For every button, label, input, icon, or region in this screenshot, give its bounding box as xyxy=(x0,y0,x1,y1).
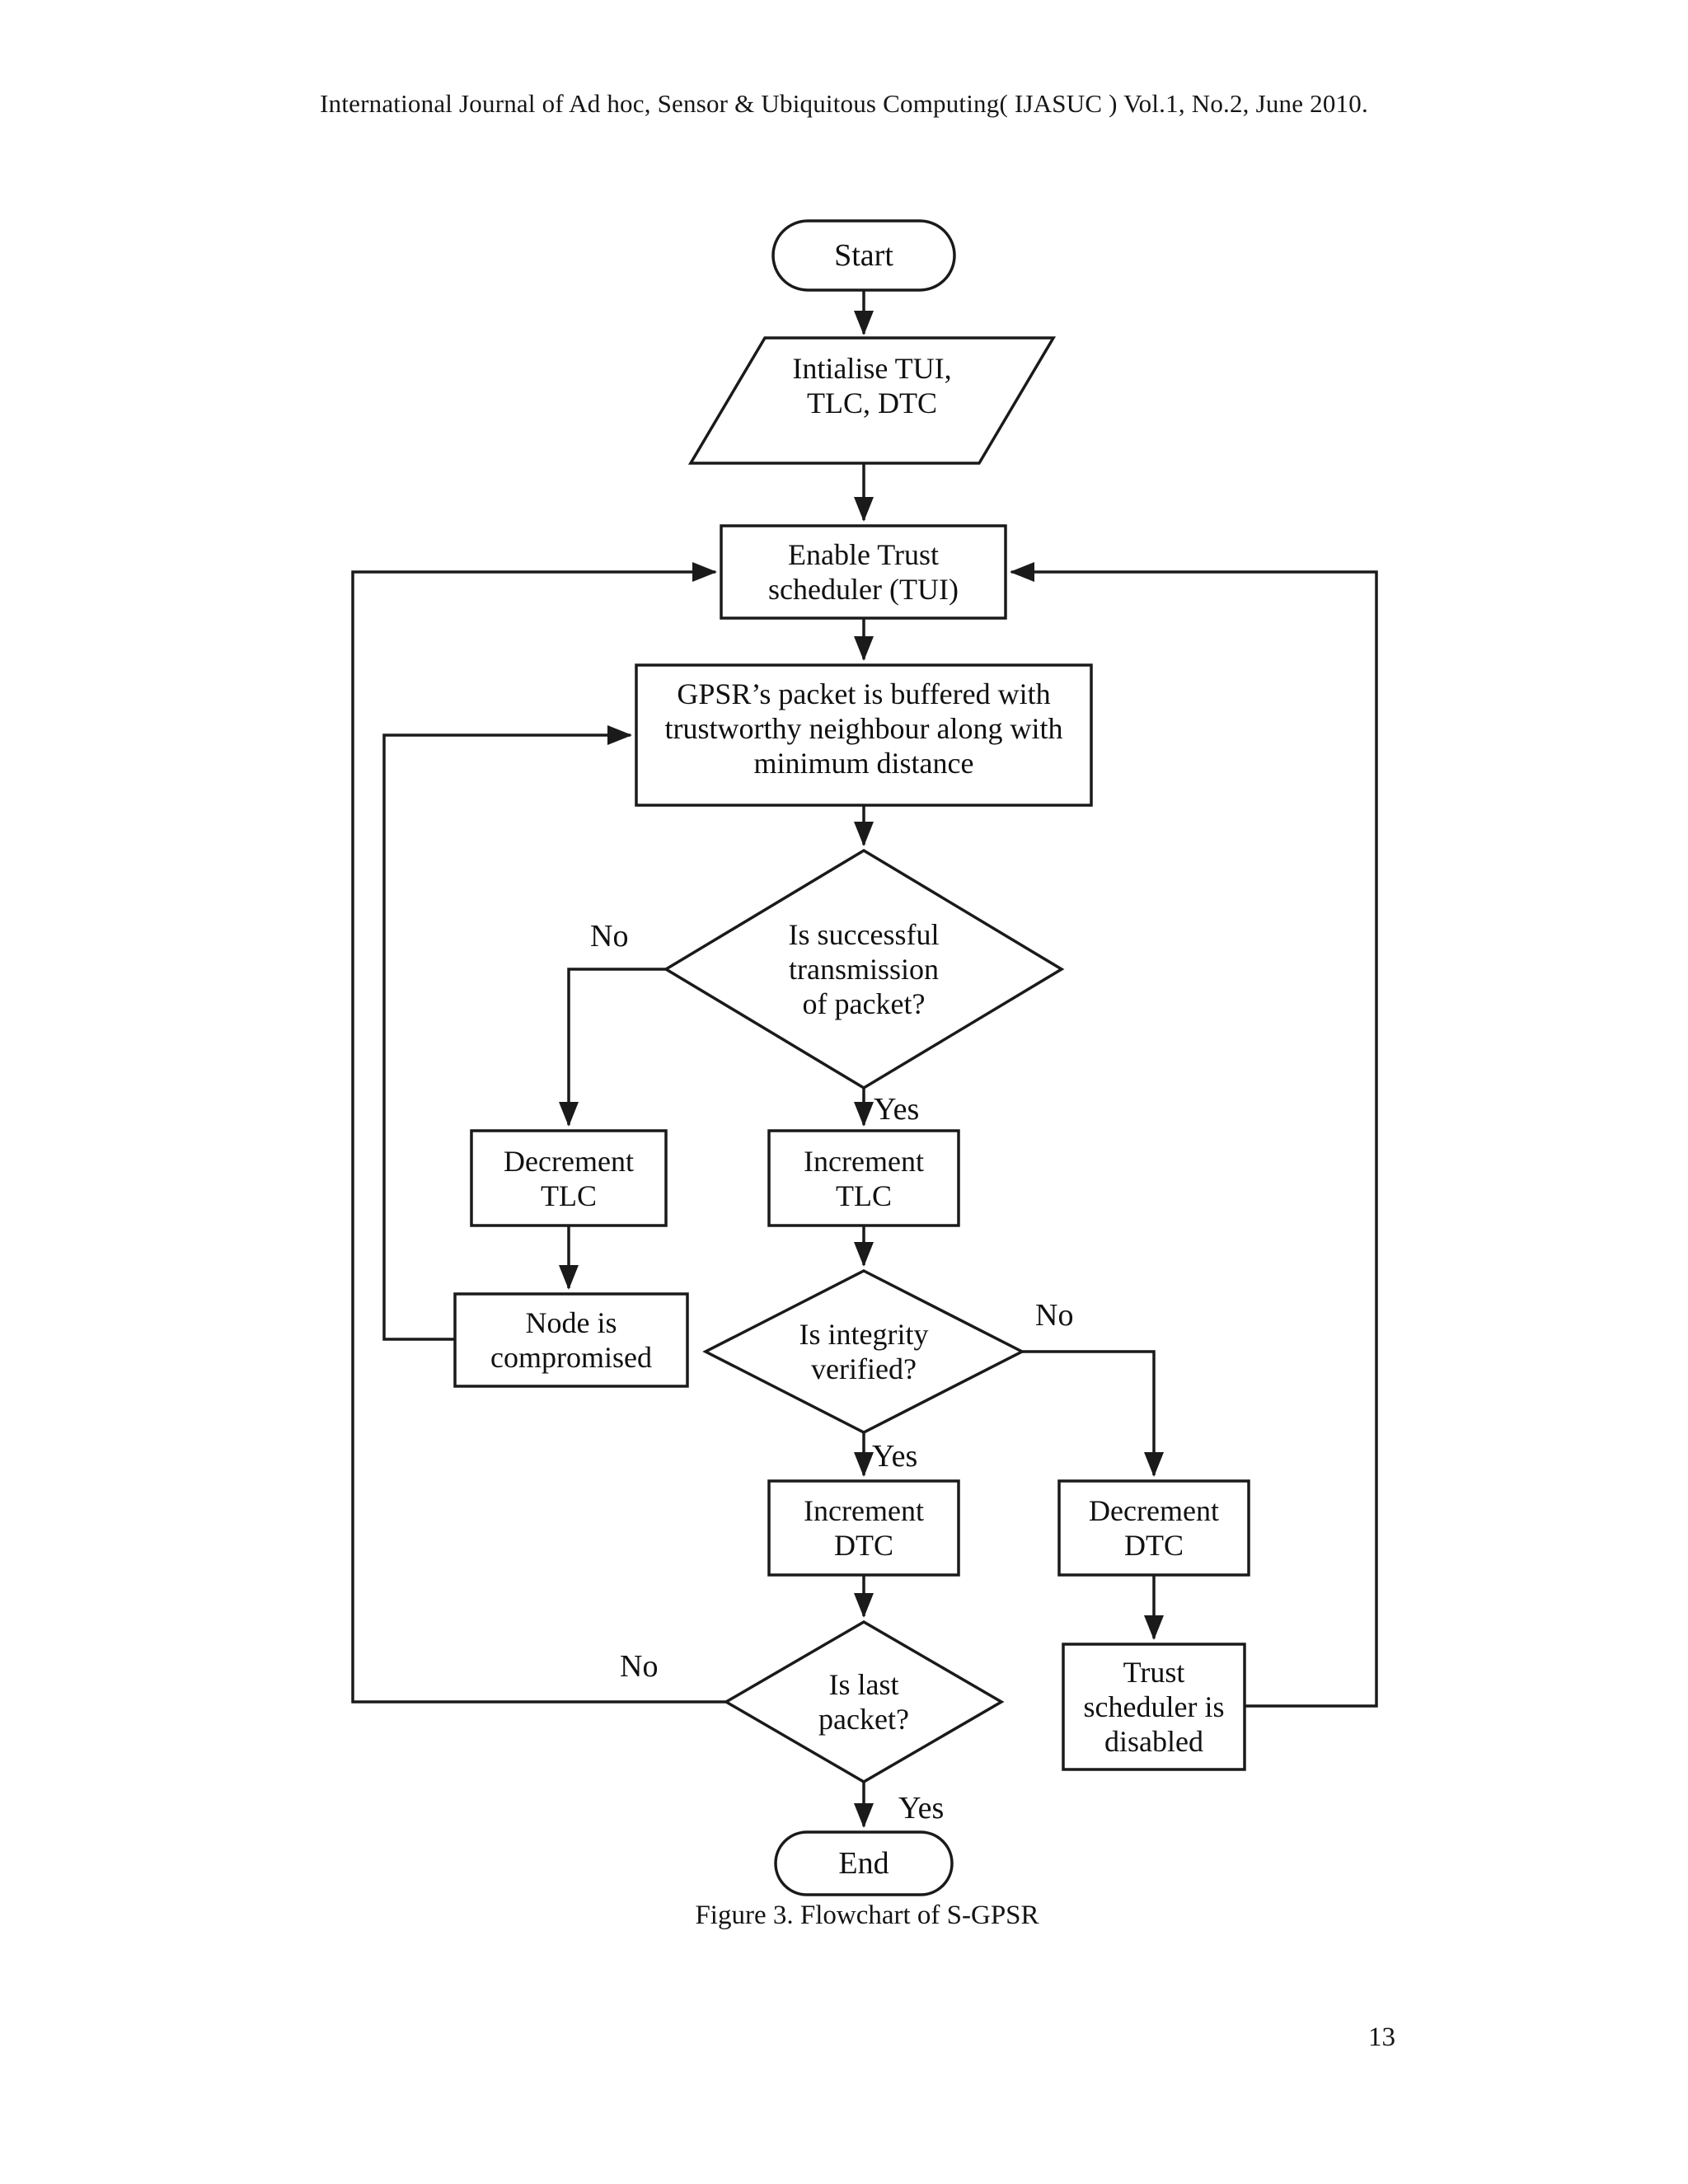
init-parallelogram-shape xyxy=(687,336,1057,465)
arrow-trust-disabled-loop-to-enable xyxy=(1010,562,1378,1708)
arrow-tx-no-to-dec-tlc xyxy=(559,968,666,1127)
dec-tlc-process-shape xyxy=(470,1129,668,1227)
trust-disabled-process-shape xyxy=(1062,1643,1246,1771)
enable-process-shape xyxy=(720,524,1007,620)
arrow-integrity-no-to-dec-dtc xyxy=(1022,1350,1164,1477)
inc-dtc-process-shape xyxy=(767,1479,960,1577)
arrow-node-compromised-loop-to-buffer xyxy=(382,725,632,1341)
last-packet-decision-diamond-shape xyxy=(723,1619,1005,1784)
integrity-decision-diamond-shape xyxy=(702,1269,1025,1434)
tx-no-edge-label: No xyxy=(590,919,629,954)
figure-caption: Figure 3. Flowchart of S-GPSR xyxy=(695,1900,1039,1930)
integrity-no-edge-label: No xyxy=(1035,1298,1074,1333)
dec-dtc-process-shape xyxy=(1057,1479,1250,1577)
arrow-last-packet-no-loop-to-enable xyxy=(351,562,726,1704)
inc-tlc-process-shape xyxy=(767,1129,960,1227)
integrity-yes-edge-label: Yes xyxy=(872,1439,918,1474)
tx-yes-edge-label: Yes xyxy=(874,1092,920,1127)
tx-decision-diamond-shape xyxy=(663,848,1065,1090)
end-terminator-shape xyxy=(774,1830,954,1896)
buffer-process-shape xyxy=(635,663,1093,807)
start-terminator-shape xyxy=(771,219,956,292)
journal-header: International Journal of Ad hoc, Sensor … xyxy=(320,89,1368,118)
node-compromised-process-shape xyxy=(453,1292,689,1388)
page-number: 13 xyxy=(1368,2022,1395,2052)
last-yes-edge-label: Yes xyxy=(898,1791,945,1825)
last-no-edge-label: No xyxy=(620,1649,659,1684)
